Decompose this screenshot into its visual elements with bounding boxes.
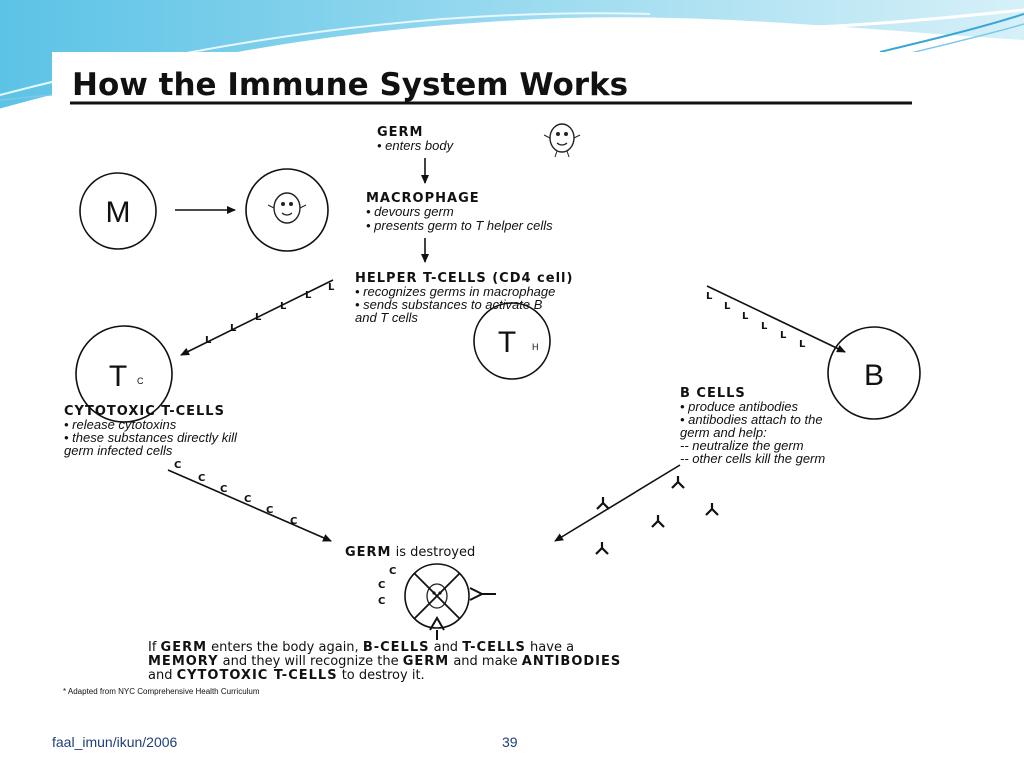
svg-text:H: H <box>532 342 539 352</box>
memory-note-segment: If <box>148 640 161 655</box>
cytotoxic-continuation: germ infected cells <box>64 443 173 458</box>
cytotoxic-bullet-2: • these substances directly kill <box>64 430 238 445</box>
arrow-bcells-to-germ <box>554 464 681 542</box>
svg-text:L: L <box>780 330 787 341</box>
diagram-title: How the Immune System Works <box>72 67 628 103</box>
svg-text:C: C <box>244 494 251 505</box>
memory-note-segment: and <box>429 640 462 655</box>
svg-text:B: B <box>864 359 884 392</box>
svg-text:L: L <box>742 311 749 322</box>
memory-note-line-1: If GERM enters the body again, B-CELLS a… <box>148 640 574 655</box>
cytotoxic-tcell-circle: T C <box>75 325 173 423</box>
arrow-helper-to-bcells <box>706 285 846 353</box>
bcells-bullet-2: • antibodies attach to the <box>680 412 823 427</box>
memory-note-line-3: and CYTOTOXIC T-CELLS to destroy it. <box>148 668 425 683</box>
source-footnote: * Adapted from NYC Comprehensive Health … <box>63 687 260 696</box>
svg-text:L: L <box>706 291 713 302</box>
svg-text:L: L <box>230 323 237 334</box>
svg-text:C: C <box>378 580 385 591</box>
bcells-sub-bullet-2: -- other cells kill the germ <box>680 451 825 466</box>
arrow-cytotoxic-to-germ <box>167 469 332 542</box>
memory-note-segment: have a <box>526 640 574 655</box>
memory-note-segment: and they will recognize the <box>219 654 403 669</box>
svg-text:M: M <box>106 196 131 229</box>
destroyed-germ-icon <box>404 563 496 640</box>
memory-note-segment: MEMORY <box>148 654 219 669</box>
svg-text:L: L <box>761 321 768 332</box>
cytotoxic-bullet-1: • release cytotoxins <box>64 417 177 432</box>
signal-marks-to-cytotoxic: L L L L L L <box>205 282 335 346</box>
svg-text:L: L <box>255 312 262 323</box>
svg-text:L: L <box>328 282 335 293</box>
helper-bullet-1: • recognizes germs in macrophage <box>355 284 555 299</box>
svg-text:T: T <box>109 360 127 393</box>
macrophage-circle: M <box>79 172 157 250</box>
diagram-image-panel: How the Immune System Works GERM • enter… <box>52 52 966 708</box>
svg-text:C: C <box>174 460 181 471</box>
antibody-icons <box>594 474 720 556</box>
macrophage-heading: MACROPHAGE <box>366 191 480 206</box>
memory-note-segment: T-CELLS <box>462 640 526 655</box>
svg-text:C: C <box>266 505 273 516</box>
svg-text:C: C <box>198 473 205 484</box>
svg-text:C: C <box>220 484 227 495</box>
svg-text:L: L <box>724 301 731 312</box>
signal-marks-to-bcells: L L L L L L <box>706 291 806 350</box>
svg-text:C: C <box>290 516 297 527</box>
svg-text:C: C <box>378 596 385 607</box>
bcells-continuation: germ and help: <box>680 425 767 440</box>
svg-text:C: C <box>389 566 396 577</box>
bcells-sub-bullet-1: -- neutralize the germ <box>680 438 804 453</box>
footer-page-number: 39 <box>502 734 518 750</box>
svg-text:C: C <box>137 376 144 386</box>
memory-note-line-2: MEMORY and they will recognize the GERM … <box>148 654 621 669</box>
helper-continuation: and T cells <box>355 310 418 325</box>
arrow-helper-to-cytotoxic <box>180 279 334 356</box>
svg-text:L: L <box>305 290 312 301</box>
memory-note-segment: GERM <box>403 654 450 669</box>
memory-note-segment: GERM <box>161 640 208 655</box>
macrophage-bullet-1: • devours germ <box>366 204 454 219</box>
helper-tcells-heading: HELPER T-CELLS (CD4 cell) <box>355 271 573 286</box>
memory-note-segment: enters the body again, <box>207 640 363 655</box>
memory-note-segment: CYTOTOXIC T-CELLS <box>177 668 338 683</box>
germ-bullet: • enters body <box>377 138 455 153</box>
cytotoxic-heading: CYTOTOXIC T-CELLS <box>64 404 225 419</box>
destroyed-cytotoxin-marks: C C C <box>378 566 396 607</box>
helper-tcell-circle: T H <box>473 302 551 380</box>
germ-icon <box>543 123 581 158</box>
memory-note-segment: B-CELLS <box>363 640 430 655</box>
germ-heading: GERM <box>377 125 424 140</box>
macrophage-engulfing-germ-icon <box>245 168 329 252</box>
memory-note-segment: and make <box>449 654 522 669</box>
svg-text:L: L <box>799 339 806 350</box>
memory-note-segment: and <box>148 668 177 683</box>
bcells-bullet-1: • produce antibodies <box>680 399 799 414</box>
cytotoxin-marks: C C C C C C <box>174 460 297 527</box>
svg-text:L: L <box>280 301 287 312</box>
immune-system-diagram: How the Immune System Works GERM • enter… <box>63 67 921 696</box>
memory-note-segment: to destroy it. <box>338 668 425 683</box>
svg-text:L: L <box>205 335 212 346</box>
helper-bullet-2: • sends substances to activate B <box>355 297 543 312</box>
macrophage-bullet-2: • presents germ to T helper cells <box>366 218 553 233</box>
footer-course-label: faal_imun/ikun/2006 <box>52 734 178 750</box>
memory-note-segment: ANTIBODIES <box>522 654 621 669</box>
germ-destroyed-label: GERM is destroyed <box>345 545 475 560</box>
bcell-circle: B <box>827 326 921 420</box>
svg-text:T: T <box>498 326 516 359</box>
bcells-heading: B CELLS <box>680 386 746 401</box>
